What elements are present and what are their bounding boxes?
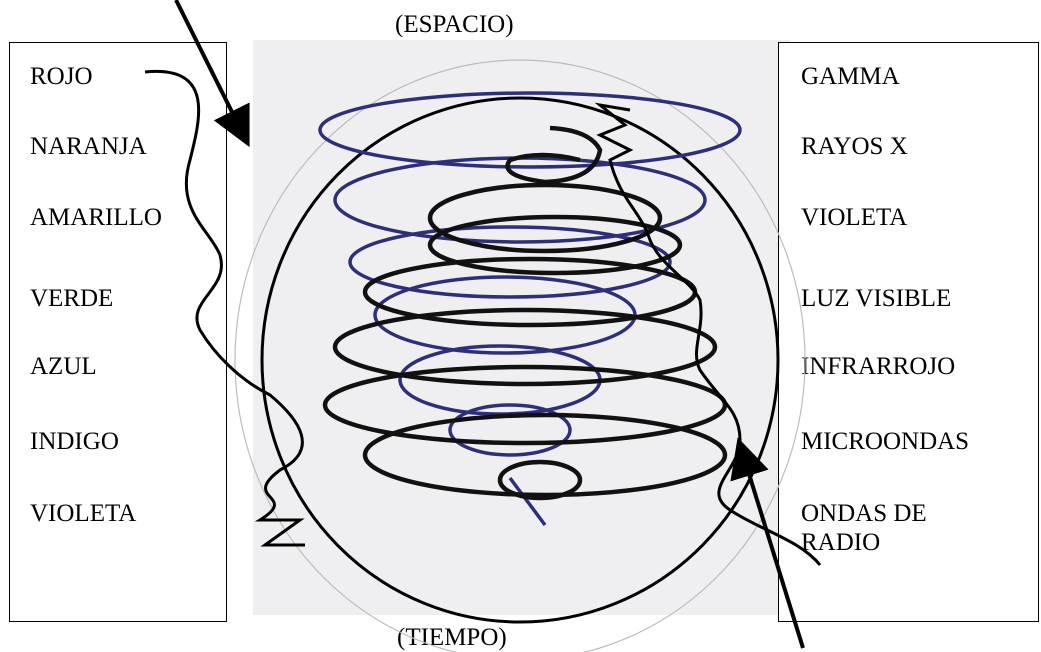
spectrum-item-infrared: INFRARROJO [801, 353, 956, 380]
color-item-green: VERDE [30, 285, 114, 312]
spiral-drawing-photo [253, 40, 790, 615]
visible-colors-box: ROJO NARANJA AMARILLO VERDE AZUL INDIGO … [9, 42, 227, 622]
spectrum-box: GAMMA RAYOS X VIOLETA LUZ VISIBLE INFRAR… [778, 42, 1039, 622]
space-label: (ESPACIO) [395, 11, 514, 38]
spectrum-item-microwaves: MICROONDAS [801, 428, 970, 455]
color-item-yellow: AMARILLO [30, 204, 162, 231]
color-item-red: ROJO [30, 63, 93, 90]
spectrum-item-violet: VIOLETA [801, 204, 908, 231]
spectrum-item-visible-light: LUZ VISIBLE [801, 285, 952, 312]
time-label: (TIEMPO) [397, 624, 507, 651]
color-item-blue: AZUL [30, 353, 97, 380]
spectrum-item-xray: RAYOS X [801, 133, 908, 160]
spectrum-item-gamma: GAMMA [801, 63, 900, 90]
color-item-orange: NARANJA [30, 133, 147, 160]
color-item-indigo: INDIGO [30, 428, 119, 455]
spectrum-item-radio-waves: ONDAS DE RADIO [801, 500, 927, 556]
color-item-violet: VIOLETA [30, 500, 137, 527]
